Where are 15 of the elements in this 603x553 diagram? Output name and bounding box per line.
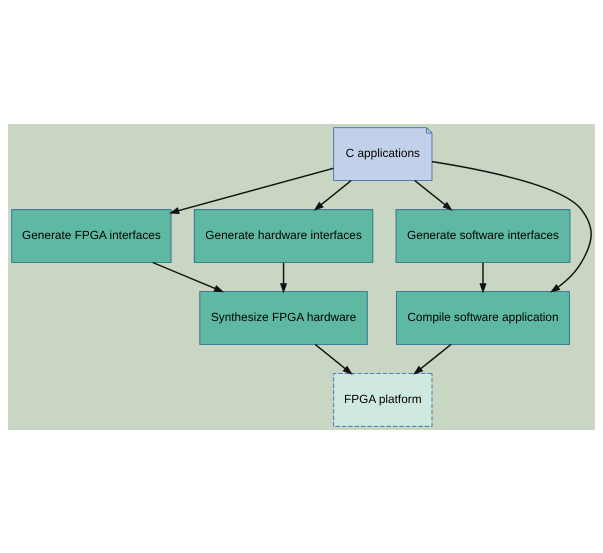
node-box: Compile software application: [396, 290, 570, 344]
arrow: [413, 343, 452, 374]
arrow: [479, 262, 487, 294]
arrow: [414, 179, 453, 210]
arrow: [152, 261, 224, 292]
arrow: [168, 167, 334, 214]
node-box: Generate software interfaces: [396, 208, 570, 262]
arrow: [432, 160, 592, 292]
node-box: Synthesize FPGA hardware: [199, 290, 368, 344]
node-box: FPGA platform: [333, 372, 432, 426]
arrow: [314, 343, 353, 374]
node-box: Generate FPGA interfaces: [11, 208, 172, 262]
arrow: [280, 262, 288, 294]
node-box: Generate hardware interfaces: [194, 208, 374, 262]
arrow: [314, 179, 352, 210]
